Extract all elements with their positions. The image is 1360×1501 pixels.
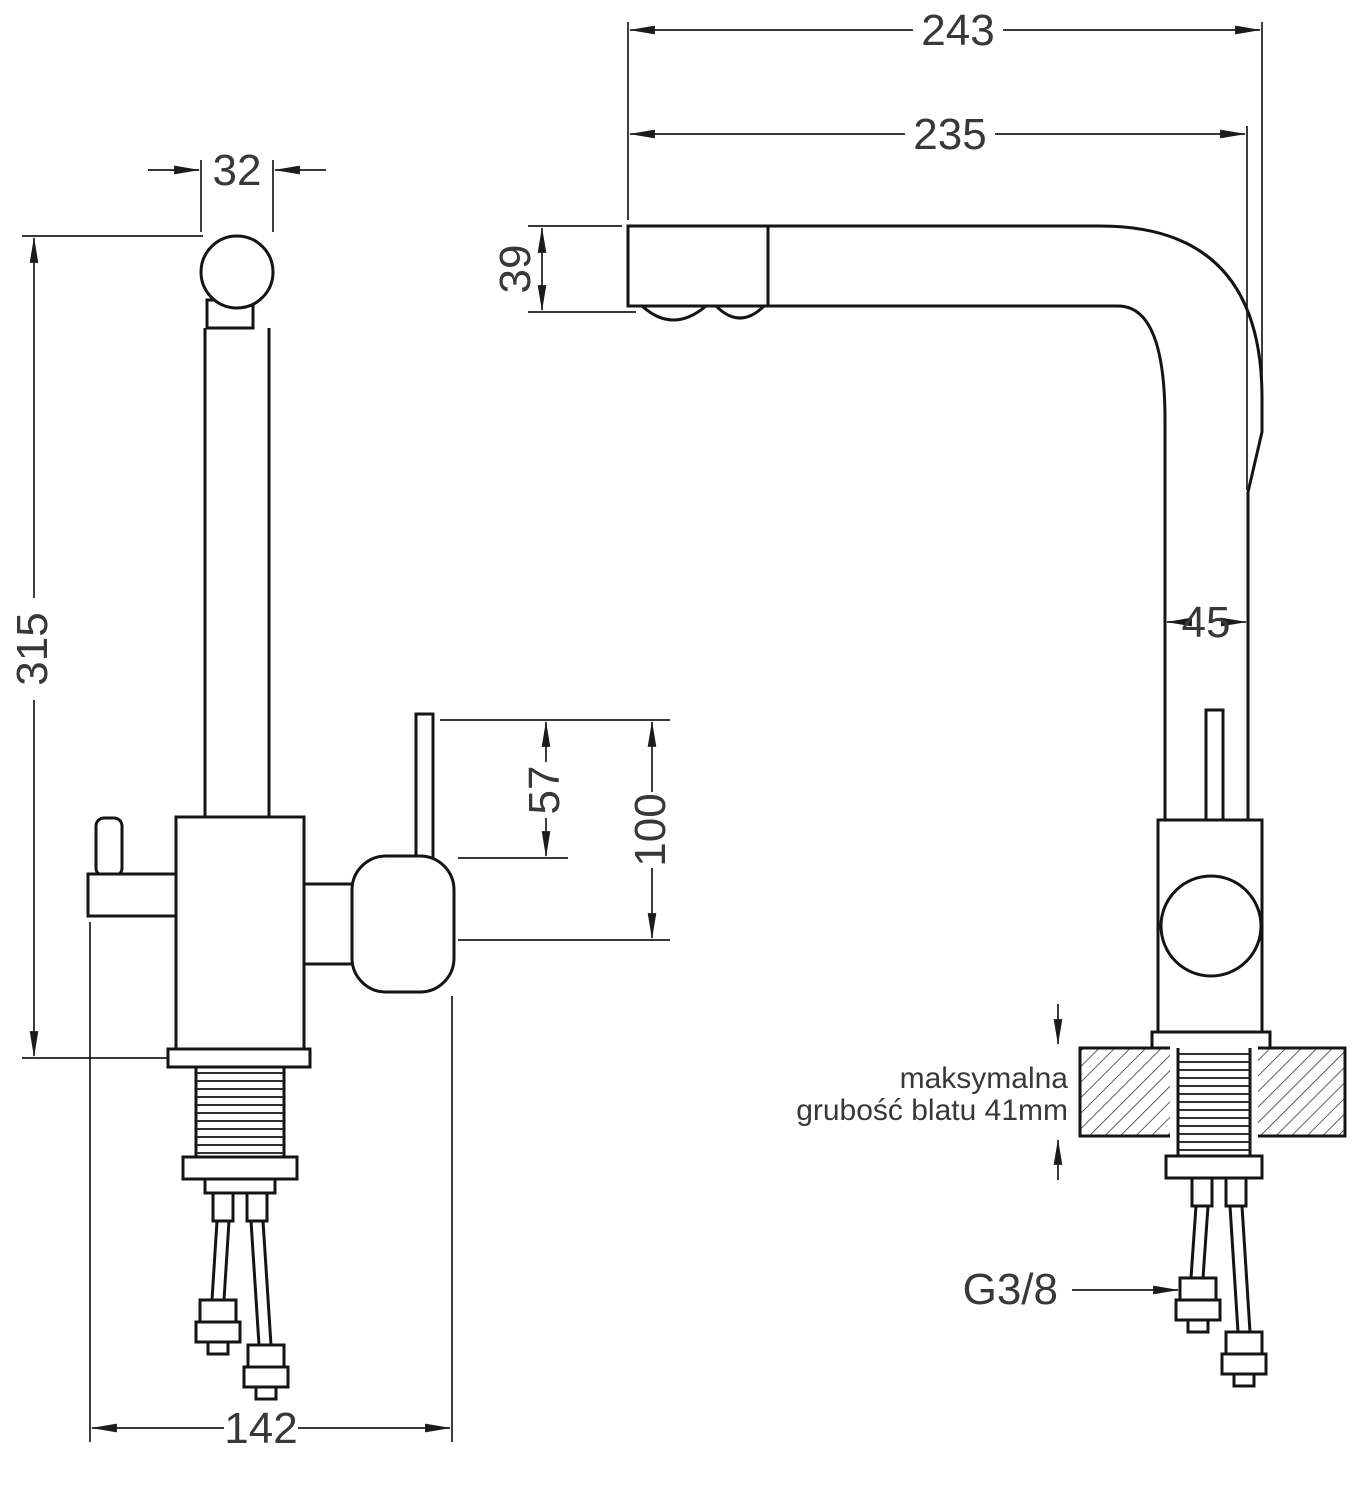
mixer-handle-rod-side xyxy=(1204,708,1225,824)
spout-inner-curve xyxy=(1117,304,1167,820)
mounting-nut-front xyxy=(181,1155,299,1181)
filter-lever-arm xyxy=(86,872,180,918)
mounting-nut-side xyxy=(1164,1154,1264,1180)
base-flange-front xyxy=(166,1047,312,1069)
mixer-handle-rod-front xyxy=(414,712,435,864)
dim-100-label: 100 xyxy=(626,793,675,866)
faucet-side-outline xyxy=(626,224,1347,1388)
dim-32-label: 32 xyxy=(213,146,262,195)
faucet-body-front xyxy=(174,815,306,1051)
side-view: 243 235 39 45 maksymalna grubość blatu 4… xyxy=(491,6,1347,1388)
thread-size-label: G3/8 xyxy=(963,1265,1058,1314)
threaded-shank-side xyxy=(1178,1053,1250,1151)
threaded-shank-front xyxy=(196,1072,284,1154)
dim-315-label: 315 xyxy=(8,612,57,685)
supply-hose-front-2 xyxy=(249,1220,273,1346)
counter-note-line2: grubość blatu 41mm xyxy=(796,1094,1068,1127)
front-view: 32 315 57 100 142 xyxy=(8,146,675,1453)
supply-hose-side-2 xyxy=(1228,1205,1252,1333)
faucet-front-outline xyxy=(86,234,456,1401)
dim-45-label: 45 xyxy=(1182,598,1231,647)
spout-outer-curve xyxy=(1099,224,1264,820)
side-view-dimensions: 243 235 39 45 maksymalna grubość blatu 4… xyxy=(491,6,1262,1314)
cartridge-cap-circle xyxy=(1159,874,1263,978)
spout-head-front xyxy=(199,234,275,310)
front-view-extension-lines xyxy=(22,160,670,1442)
counter-note-line1: maksymalna xyxy=(900,1062,1069,1095)
mixer-handle-body-front xyxy=(350,854,456,994)
supply-hose-side-1 xyxy=(1189,1205,1210,1279)
supply-hose-front-1 xyxy=(210,1220,231,1301)
dim-235-label: 235 xyxy=(913,110,986,159)
spout-head-side xyxy=(626,224,770,308)
aerator-outlet-2 xyxy=(714,304,766,320)
dim-39-label: 39 xyxy=(491,245,540,294)
dim-142-label: 142 xyxy=(224,1404,297,1453)
dim-243-label: 243 xyxy=(921,6,994,55)
aerator-outlet-1 xyxy=(640,304,707,322)
filter-lever-pin xyxy=(94,816,124,878)
front-view-dimensions: 32 315 57 100 142 xyxy=(8,146,675,1453)
dim-57-label: 57 xyxy=(520,766,569,815)
